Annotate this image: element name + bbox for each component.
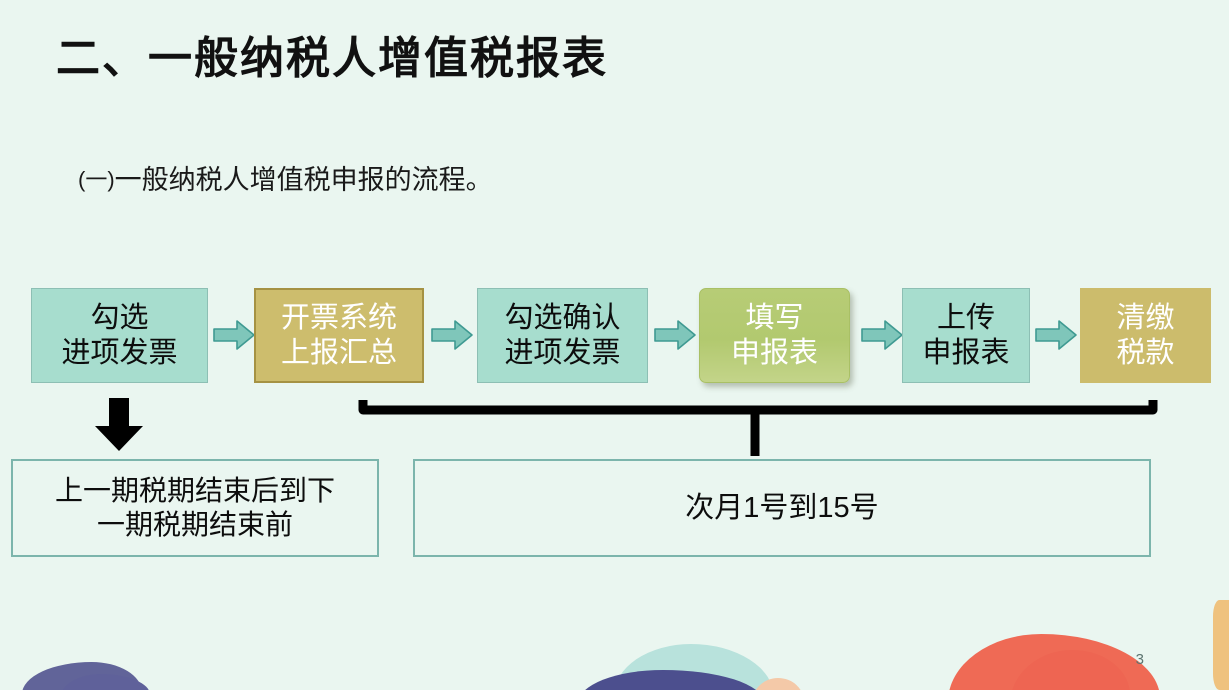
brace-bracket-icon [358,398,1158,460]
down-arrow-icon [93,398,145,452]
page-number: 3 [1135,651,1144,668]
flow-step-6-line-2: 税款 [1116,336,1175,369]
flow-step-5-line-1: 上传 [936,302,995,335]
flow-step-5-upload-declaration[interactable]: 上传 申报表 [902,288,1030,383]
period-box-line-1: 上一期税期结束后到下 [54,475,335,507]
flow-step-2-line-1: 开票系统 [280,302,397,335]
flow-step-2-line-2: 上报汇总 [280,336,397,369]
flow-step-2-invoicing-system-report[interactable]: 开票系统 上报汇总 [254,288,424,383]
flow-step-4-fill-declaration[interactable]: 填写 申报表 [699,288,850,383]
flow-step-6-line-1: 清缴 [1116,302,1175,335]
decorative-blob-navy-left-2 [60,674,150,690]
slide-title: 二、一般纳税人增值税报表 [56,34,608,83]
flow-step-1-line-2: 进项发票 [61,336,178,369]
decorative-blob-coral-2 [1010,650,1130,690]
flow-step-1-select-invoice[interactable]: 勾选 进项发票 [31,288,208,383]
decorative-blob-navy-left [22,662,142,690]
flow-step-1-line-1: 勾选 [90,302,149,335]
flow-connector-arrow-4 [860,318,904,352]
flow-step-3-confirm-invoice[interactable]: 勾选确认 进项发票 [477,288,648,383]
flow-step-4-line-1: 填写 [745,302,804,335]
flow-step-5-line-2: 申报表 [922,336,1010,369]
deadline-box-line-1: 次月1号到15号 [685,491,879,524]
flow-connector-arrow-5 [1034,318,1078,352]
subtitle-text: 一般纳税人增值税申报的流程。 [114,165,493,195]
decorative-blob-coral [948,634,1160,690]
flow-connector-arrow-1 [212,318,256,352]
deadline-box: 次月1号到15号 [413,459,1151,557]
period-box-line-2: 一期税期结束前 [96,509,293,540]
flow-connector-arrow-2 [430,318,474,352]
subtitle-enumerator: (一) [78,167,115,192]
period-box: 上一期税期结束后到下 一期税期结束前 [11,459,379,557]
decorative-blob-navy-middle [578,670,763,690]
flow-step-6-pay-tax[interactable]: 清缴 税款 [1080,288,1211,383]
decorative-blob-peach [752,678,804,690]
decorative-blob-mint [614,644,774,690]
flow-connector-arrow-3 [653,318,697,352]
flow-step-3-line-1: 勾选确认 [504,302,621,335]
flow-step-3-line-2: 进项发票 [504,336,621,369]
decorative-strip-orange [1213,600,1229,690]
slide-subtitle: (一)一般纳税人增值税申报的流程。 [78,158,493,197]
flow-step-4-line-2: 申报表 [730,336,818,369]
